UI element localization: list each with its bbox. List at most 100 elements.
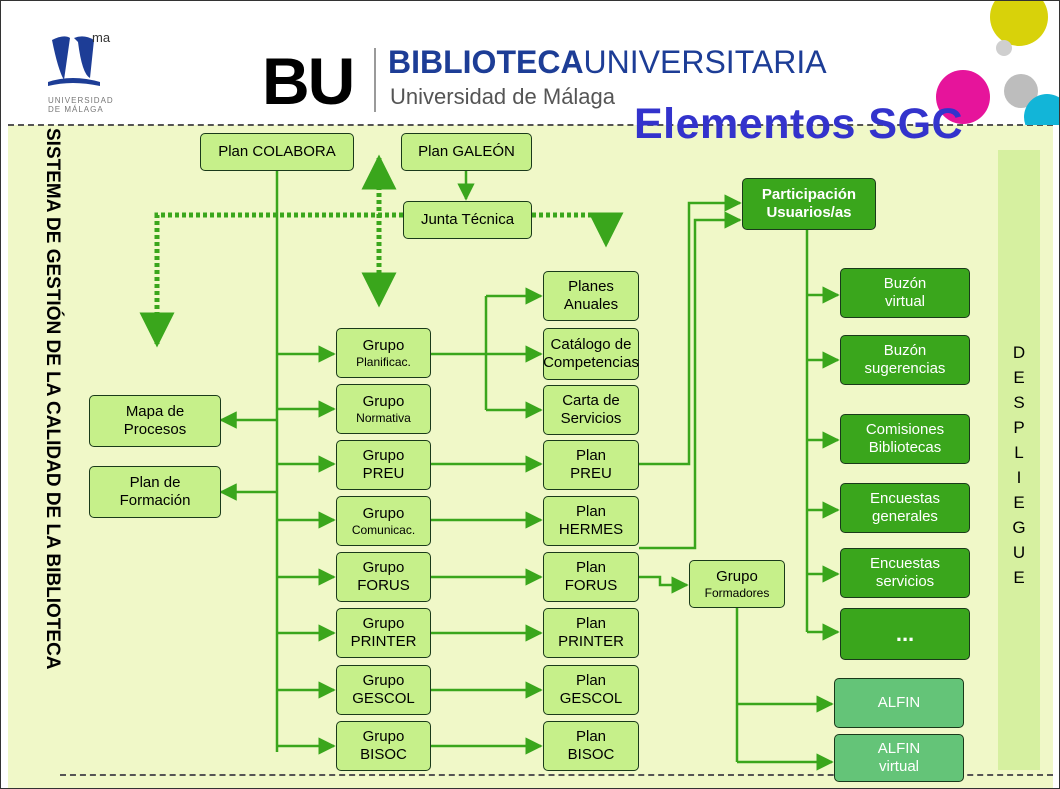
ellipsis-box: ... xyxy=(840,608,970,660)
box-line: virtual xyxy=(878,758,919,775)
decorative-dots xyxy=(900,0,1060,125)
dot-gray-small xyxy=(996,40,1012,56)
box-line: BISOC xyxy=(567,746,615,763)
box-line: Grupo xyxy=(716,567,758,585)
logo-separator xyxy=(374,48,376,112)
preu-to-participacion xyxy=(639,194,742,466)
box-line: Junta Técnica xyxy=(420,211,515,228)
box-line: Normativa xyxy=(356,410,411,425)
library-title: BIBLIOTECAUNIVERSITARIA xyxy=(388,44,827,81)
box-line: Plan xyxy=(575,503,607,520)
box-line: Grupo xyxy=(362,336,405,354)
box-line: Plan xyxy=(575,728,607,745)
despliegue-letter: S xyxy=(1013,393,1025,412)
box-line: GESCOL xyxy=(352,690,415,707)
plan-galeon-box: Plan GALEÓN xyxy=(401,133,532,171)
box-line: PREU xyxy=(362,465,405,482)
box-line: FORUS xyxy=(357,577,410,594)
junta-tecnica-box: Junta Técnica xyxy=(403,201,532,239)
box-line: Procesos xyxy=(123,421,187,438)
bottom-dashed-divider xyxy=(60,774,1053,776)
box-line: Grupo xyxy=(362,559,405,576)
library-subtitle: Universidad de Málaga xyxy=(390,84,616,109)
box-line: Buzón xyxy=(883,342,927,359)
forus-to-formadores xyxy=(639,575,689,594)
box-line: Participación xyxy=(761,186,857,203)
uma-emblem-icon xyxy=(48,36,100,86)
box-line: Plan xyxy=(575,447,607,464)
dotted-junta-left xyxy=(139,212,403,348)
box-line: PRINTER xyxy=(350,633,417,650)
box-line: Carta de xyxy=(562,392,620,409)
box-line: Grupo xyxy=(362,447,405,464)
despliegue-letter: U xyxy=(1012,543,1026,562)
alfin-box: ALFIN xyxy=(834,678,964,728)
despliegue-letter: L xyxy=(1014,443,1024,462)
top-dashed-divider xyxy=(8,124,1053,126)
box-line: Plan de xyxy=(129,474,181,491)
despliegue-letter: E xyxy=(1013,368,1025,387)
box-line: servicios xyxy=(875,573,935,590)
box-line: HERMES xyxy=(558,521,624,538)
box-line: Comunicac. xyxy=(351,522,416,537)
box-line: Planes xyxy=(568,278,614,295)
box-line: Plan xyxy=(575,559,607,576)
box-line: Formación xyxy=(119,492,191,509)
left-vertical-label: SISTEMA DE GESTIÓN DE LA CALIDAD DE LA B… xyxy=(23,128,83,774)
university-line-2: DE MÁLAGA xyxy=(48,105,104,114)
box-line: Usuarios/as xyxy=(766,204,852,221)
hermes-to-participacion xyxy=(639,211,742,550)
dot-yellow xyxy=(990,0,1048,46)
box-line: Plan GALEÓN xyxy=(418,143,515,160)
box-line: BISOC xyxy=(360,746,407,763)
box-line: ... xyxy=(895,621,915,646)
box-line: Plan xyxy=(575,615,607,632)
box-line: Grupo xyxy=(362,504,405,522)
box-line: Competencias xyxy=(543,354,639,371)
box-line: Grupo xyxy=(362,392,405,410)
box-line: generales xyxy=(872,508,938,525)
university-line-1: UNIVERSIDAD xyxy=(48,96,114,105)
despliegue-label: D E S P L I E G U E xyxy=(1003,340,1035,590)
despliegue-letter: E xyxy=(1013,493,1025,512)
dotted-junta-right xyxy=(532,212,624,248)
box-line: sugerencias xyxy=(864,360,946,377)
despliegue-letter: G xyxy=(1012,518,1026,537)
box-line: Bibliotecas xyxy=(868,439,942,456)
despliegue-letter: P xyxy=(1013,418,1025,437)
dot-magenta xyxy=(936,70,990,124)
left-vertical-text: SISTEMA DE GESTIÓN DE LA CALIDAD DE LA B… xyxy=(42,128,63,670)
uma-logo: ma UNIVERSIDAD DE MÁLAGA xyxy=(36,22,156,122)
box-line: PRINTER xyxy=(558,633,624,650)
box-line: FORUS xyxy=(564,577,618,594)
box-line: Encuestas xyxy=(869,555,941,572)
box-line: PREU xyxy=(570,465,612,482)
box-line: Anuales xyxy=(563,296,619,313)
library-title-bold: BIBLIOTECA xyxy=(388,44,584,80)
box-line: Catálogo de xyxy=(550,336,632,353)
university-name: UNIVERSIDAD DE MÁLAGA xyxy=(48,96,114,114)
